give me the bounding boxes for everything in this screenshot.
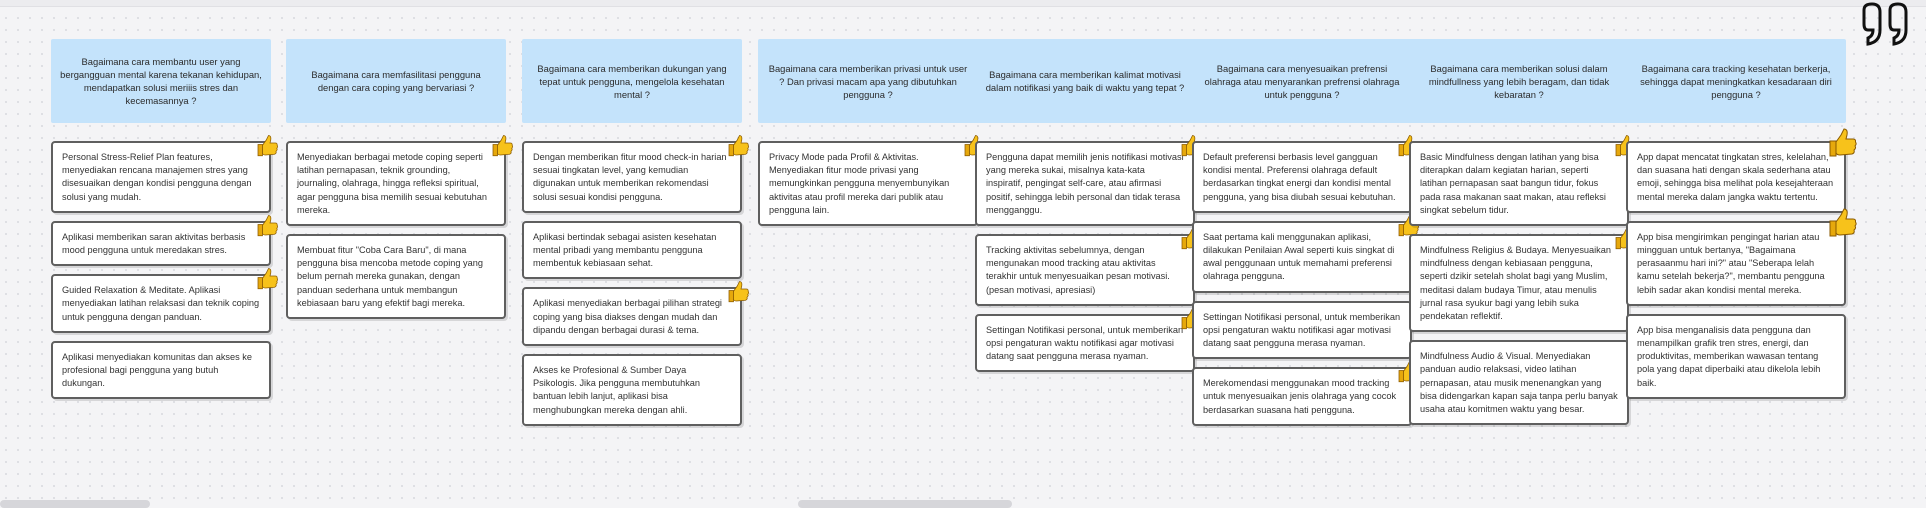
question-header[interactable]: Bagaimana cara memberikan kalimat motiva…	[975, 39, 1195, 123]
idea-card-list: Menyediakan berbagai metode coping seper…	[286, 141, 506, 320]
idea-card-list: Privacy Mode pada Profil & Aktivitas. Me…	[758, 141, 978, 227]
question-column: Bagaimana cara memberikan privasi untuk …	[758, 39, 978, 234]
idea-card-text: Default preferensi berbasis level ganggu…	[1203, 152, 1396, 202]
question-header[interactable]: Bagaimana cara tracking kesehatan berker…	[1626, 39, 1846, 123]
idea-card[interactable]: Mindfulness Audio & Visual. Menyediakan …	[1409, 340, 1629, 426]
question-column: Bagaimana cara menyesuaikan prefrensi ol…	[1192, 39, 1412, 434]
idea-card[interactable]: Tracking aktivitas sebelumnya, dengan me…	[975, 234, 1195, 306]
idea-card[interactable]: Settingan Notifikasi personal, untuk mem…	[975, 314, 1195, 373]
thumbs-up-icon[interactable]	[726, 280, 750, 304]
idea-card-list: Basic Mindfulness dengan latihan yang bi…	[1409, 141, 1629, 426]
top-toolbar-strip	[0, 0, 1926, 7]
thumbs-up-icon[interactable]	[255, 214, 279, 238]
idea-card-text: Personal Stress-Relief Plan features, me…	[62, 152, 252, 202]
idea-card[interactable]: App bisa mengirimkan pengingat harian at…	[1626, 221, 1846, 306]
idea-card-text: Akses ke Profesional & Sumber Daya Psiko…	[533, 365, 701, 415]
idea-card-text: Membuat fitur "Coba Cara Baru", di mana …	[297, 245, 483, 308]
thumbs-up-icon[interactable]	[1826, 207, 1858, 239]
idea-card[interactable]: Membuat fitur "Coba Cara Baru", di mana …	[286, 234, 506, 320]
idea-card-list: Pengguna dapat memilih jenis notifikasi …	[975, 141, 1195, 373]
idea-card-text: Mindfulness Audio & Visual. Menyediakan …	[1420, 351, 1618, 415]
idea-card-text: Aplikasi bertindak sebagai asisten keseh…	[533, 231, 717, 269]
idea-card[interactable]: Dengan memberikan fitur mood check-in ha…	[522, 141, 742, 213]
quote-mark-icon	[1862, 2, 1908, 46]
thumbs-up-icon[interactable]	[1826, 127, 1858, 159]
idea-card[interactable]: Saat pertama kali menggunakan aplikasi, …	[1192, 221, 1412, 293]
idea-card-text: App dapat mencatat tingkatan stres, kele…	[1637, 152, 1834, 202]
idea-card-text: Pengguna dapat memilih jenis notifikasi …	[986, 152, 1184, 215]
idea-card-list: Default preferensi berbasis level ganggu…	[1192, 141, 1412, 426]
idea-card[interactable]: Menyediakan berbagai metode coping seper…	[286, 141, 506, 227]
idea-card-list: App dapat mencatat tingkatan stres, kele…	[1626, 141, 1846, 399]
idea-card-text: Guided Relaxation & Meditate. Aplikasi m…	[62, 285, 260, 322]
thumbs-up-icon[interactable]	[726, 134, 750, 158]
idea-card-text: Aplikasi memberikan saran aktivitas berb…	[62, 231, 246, 256]
idea-card[interactable]: Pengguna dapat memilih jenis notifikasi …	[975, 141, 1195, 227]
horizontal-scrollbar-thumb[interactable]	[798, 500, 1012, 508]
idea-card-text: Aplikasi menyediakan berbagai pilihan st…	[533, 298, 722, 335]
question-header[interactable]: Bagaimana cara menyesuaikan prefrensi ol…	[1192, 39, 1412, 123]
idea-card[interactable]: Guided Relaxation & Meditate. Aplikasi m…	[51, 274, 271, 333]
thumbs-up-icon[interactable]	[255, 134, 279, 158]
idea-card-text: Aplikasi menyediakan komunitas dan akses…	[62, 351, 252, 389]
question-column: Bagaimana cara memberikan kalimat motiva…	[975, 39, 1195, 380]
question-header[interactable]: Bagaimana cara memberikan solusi dalam m…	[1409, 39, 1629, 123]
idea-card-text: Settingan Notifikasi personal, untuk mem…	[1203, 311, 1401, 349]
idea-card[interactable]: Aplikasi menyediakan komunitas dan akses…	[51, 340, 271, 400]
question-header[interactable]: Bagaimana cara memberikan dukungan yang …	[522, 39, 742, 123]
thumbs-up-icon[interactable]	[490, 134, 514, 158]
idea-card-text: Privacy Mode pada Profil & Aktivitas. Me…	[769, 152, 950, 215]
idea-card-text: Menyediakan berbagai metode coping seper…	[297, 152, 488, 215]
question-column: Bagaimana cara tracking kesehatan berker…	[1626, 39, 1846, 407]
idea-card-text: Tracking aktivitas sebelumnya, dengan me…	[986, 245, 1170, 295]
thumbs-up-icon[interactable]	[255, 267, 279, 291]
idea-card-text: Saat pertama kali menggunakan aplikasi, …	[1203, 231, 1395, 282]
question-column: Bagaimana cara memfasilitasi pengguna de…	[286, 39, 506, 327]
question-header[interactable]: Bagaimana cara membantu user yang bergan…	[51, 39, 271, 123]
idea-card-text: Settingan Notifikasi personal, untuk mem…	[986, 324, 1184, 362]
idea-card-text: App bisa mengirimkan pengingat harian at…	[1637, 231, 1825, 295]
idea-card-text: Merekomendasi menggunakan mood tracking …	[1203, 378, 1397, 415]
idea-card-text: App bisa menganalisis data pengguna dan …	[1637, 324, 1821, 388]
question-column: Bagaimana cara memberikan solusi dalam m…	[1409, 39, 1629, 433]
question-column: Bagaimana cara membantu user yang bergan…	[51, 39, 271, 407]
idea-card-text: Mindfulness Religius & Budaya. Menyesuai…	[1420, 245, 1611, 322]
idea-card[interactable]: Aplikasi memberikan saran aktivitas berb…	[51, 221, 271, 267]
idea-card[interactable]: Basic Mindfulness dengan latihan yang bi…	[1409, 141, 1629, 227]
idea-card[interactable]: Privacy Mode pada Profil & Aktivitas. Me…	[758, 141, 978, 227]
idea-card[interactable]: Aplikasi bertindak sebagai asisten keseh…	[522, 220, 742, 280]
question-header[interactable]: Bagaimana cara memfasilitasi pengguna de…	[286, 39, 506, 123]
idea-card-list: Personal Stress-Relief Plan features, me…	[51, 141, 271, 400]
question-header[interactable]: Bagaimana cara memberikan privasi untuk …	[758, 39, 978, 123]
idea-card[interactable]: Merekomendasi menggunakan mood tracking …	[1192, 367, 1412, 426]
horizontal-scrollbar-left[interactable]	[0, 500, 150, 508]
idea-card[interactable]: Akses ke Profesional & Sumber Daya Psiko…	[522, 354, 742, 426]
idea-card[interactable]: App bisa menganalisis data pengguna dan …	[1626, 313, 1846, 399]
idea-card[interactable]: Default preferensi berbasis level ganggu…	[1192, 141, 1412, 213]
idea-card[interactable]: App dapat mencatat tingkatan stres, kele…	[1626, 141, 1846, 213]
idea-card[interactable]: Mindfulness Religius & Budaya. Menyesuai…	[1409, 234, 1629, 333]
idea-card[interactable]: Personal Stress-Relief Plan features, me…	[51, 141, 271, 213]
idea-card-text: Basic Mindfulness dengan latihan yang bi…	[1420, 152, 1606, 215]
idea-card[interactable]: Aplikasi menyediakan berbagai pilihan st…	[522, 287, 742, 347]
question-column: Bagaimana cara memberikan dukungan yang …	[522, 39, 742, 434]
idea-card-list: Dengan memberikan fitur mood check-in ha…	[522, 141, 742, 426]
idea-card[interactable]: Settingan Notifikasi personal, untuk mem…	[1192, 300, 1412, 360]
idea-card-text: Dengan memberikan fitur mood check-in ha…	[533, 152, 727, 202]
